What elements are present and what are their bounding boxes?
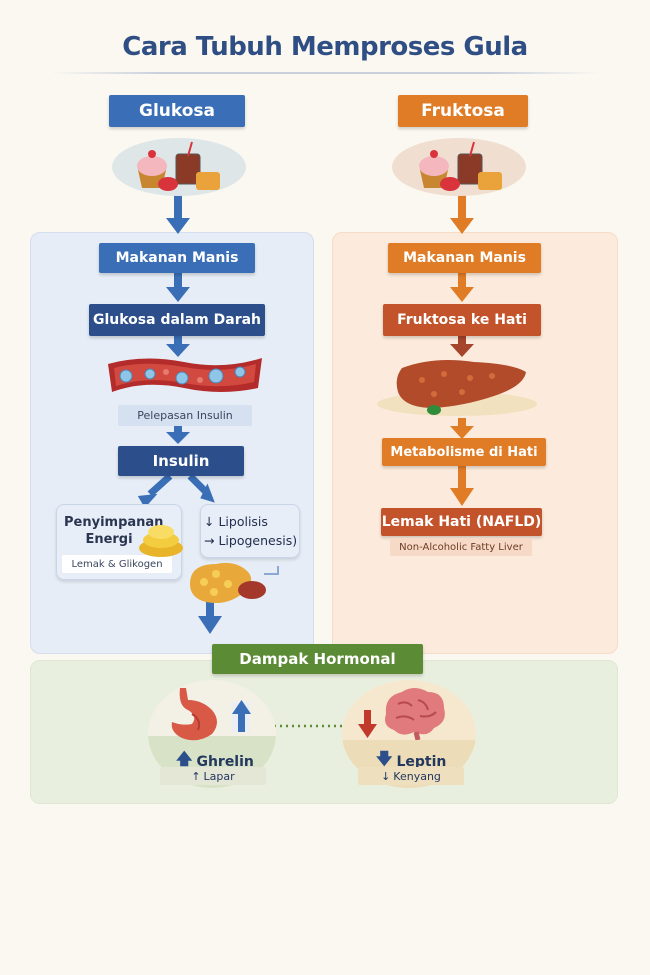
candy-icon xyxy=(158,172,220,191)
title-divider xyxy=(50,72,600,74)
liver-icon xyxy=(377,360,537,416)
nafld-sub-label: Non-Alcoholic Fatty Liver xyxy=(390,538,532,556)
insulin-box: Insulin xyxy=(118,446,244,476)
fructose-header: Fruktosa xyxy=(398,95,528,127)
fat-cell-icon xyxy=(190,562,279,603)
hunger-label: ↑Lapar xyxy=(160,767,266,785)
leptin-text: Leptin xyxy=(396,753,447,770)
liver-metabolism-box: Metabolisme di Hati xyxy=(382,438,546,466)
drink-icon xyxy=(175,141,201,185)
ghrelin-label: 🡅 Ghrelin xyxy=(176,748,266,775)
fructose-sweet-food-box: Makanan Manis xyxy=(388,243,541,273)
fructose-arrows xyxy=(450,194,474,506)
brain-icon xyxy=(358,688,445,740)
glucose-panel xyxy=(30,232,314,654)
glucose-header: Glukosa xyxy=(109,95,245,127)
glucose-sweet-food-box: Makanan Manis xyxy=(99,243,255,273)
hormonal-header: Dampak Hormonal xyxy=(212,644,423,674)
hormonal-panel xyxy=(30,660,618,804)
lipolysis-line: ↓ Lipolisis xyxy=(204,514,268,529)
stomach-icon xyxy=(171,688,251,741)
satiety-text: Kenyang xyxy=(393,769,441,783)
blood-vessel-icon xyxy=(108,358,262,392)
fructose-liver-box: Fruktosa ke Hati xyxy=(383,304,541,336)
arrow-down-icon xyxy=(358,710,377,738)
nafld-box: Lemak Hati (NAFLD) xyxy=(381,508,542,536)
energy-storage-line2: Energi xyxy=(85,532,133,547)
ghrelin-text: Ghrelin xyxy=(196,753,254,770)
arrow-up-icon xyxy=(232,700,251,732)
glucose-food-icons xyxy=(137,141,220,191)
arrow-down-small-icon: ↓ xyxy=(381,769,391,783)
lipolysis-card xyxy=(200,504,300,558)
insulin-release-label: Pelepasan Insulin xyxy=(118,405,252,426)
drink-icon xyxy=(457,141,483,185)
hunger-text: Lapar xyxy=(203,769,235,783)
arrow-up-small-icon: ↑ xyxy=(191,769,201,783)
insulin-branch-arrows xyxy=(147,473,211,497)
fat-glycogen-label: Lemak & Glikogen xyxy=(62,555,172,573)
lipolysis-text: ↓ Lipolisis → Lipogenesis) xyxy=(204,512,304,550)
fructose-food-icons xyxy=(419,141,502,191)
arrow-down-icon: 🡇 xyxy=(376,749,393,768)
energy-storage-title: Penyimpanan Energi xyxy=(64,514,164,548)
energy-storage-line1: Penyimpanan xyxy=(64,515,164,530)
satiety-label: ↓Kenyang xyxy=(358,767,464,785)
candy-icon xyxy=(440,172,502,191)
lipogenesis-line: → Lipogenesis) xyxy=(204,533,298,548)
arrow-up-icon: 🡅 xyxy=(176,749,193,768)
fat-storage-icon xyxy=(139,525,183,557)
leptin-label: 🡇 Leptin xyxy=(376,748,466,775)
glucose-arrows xyxy=(166,194,222,634)
page-title: Cara Tubuh Memproses Gula xyxy=(122,32,528,62)
glucose-blood-box: Glukosa dalam Darah xyxy=(89,304,265,336)
